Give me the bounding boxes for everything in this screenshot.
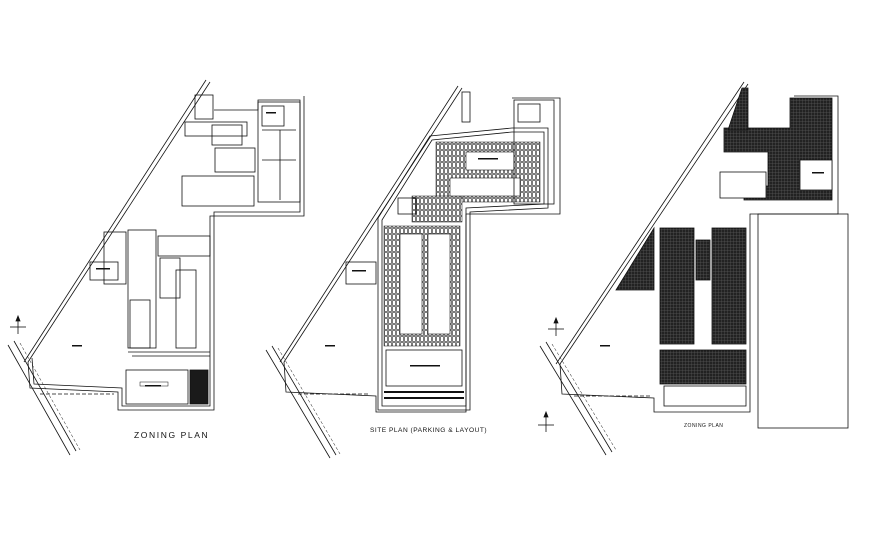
zoning-plan-drawing	[7, 79, 305, 456]
zoning-plan-caption-2: ZONING PLAN	[684, 423, 724, 429]
annotation-marks	[72, 112, 276, 387]
side-buildings	[298, 197, 417, 395]
road-strip	[265, 345, 341, 459]
annotation-marks	[325, 158, 498, 367]
upper-block	[181, 94, 301, 207]
zoning-plan-caption: ZONING PLAN	[134, 430, 210, 440]
site-boundary	[279, 85, 561, 413]
hatched-masses	[615, 87, 833, 385]
site-boundary	[555, 81, 839, 413]
road-strip	[7, 340, 81, 456]
annotation-marks	[600, 172, 824, 347]
middle-cluster	[89, 229, 211, 357]
site-plan-caption: SITE PLAN (PARKING & LAYOUT)	[370, 427, 488, 434]
light-areas	[663, 159, 833, 407]
north-arrow	[10, 314, 26, 334]
site-plan-drawing	[265, 85, 561, 459]
bottom-boxes	[40, 369, 209, 405]
road-strip	[539, 341, 617, 456]
top-right-block	[461, 91, 555, 205]
open-lot	[757, 213, 849, 429]
parking-area	[377, 127, 549, 411]
hatched-zoning-drawing	[538, 81, 849, 456]
north-arrow	[538, 410, 554, 432]
north-arrow	[548, 316, 564, 336]
site-boundary	[23, 79, 305, 411]
